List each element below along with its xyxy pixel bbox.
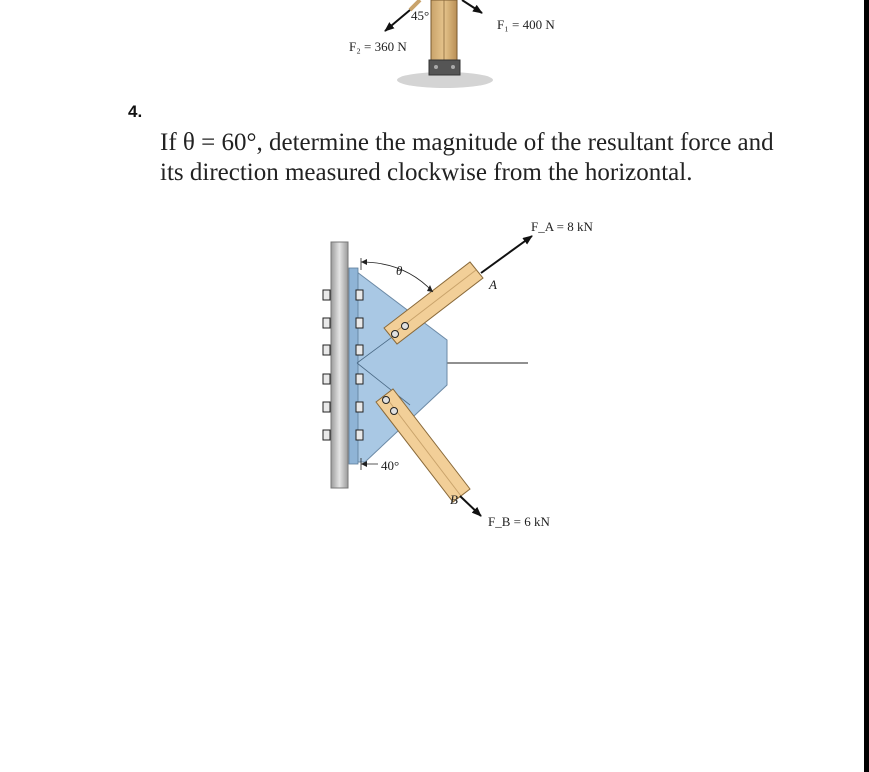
problem-text-line-1: If θ = 60°, determine the magnitude of t… (160, 129, 774, 156)
ground-shadow (397, 72, 493, 88)
f1-arrow (461, 0, 483, 14)
f2-arrow (384, 9, 411, 32)
problem-text-line-2: its direction measured clockwise from th… (160, 159, 693, 186)
fb-label: F_B = 6 kN (488, 514, 550, 529)
fa-arrow (480, 235, 533, 274)
plate-strip (348, 267, 359, 465)
point-b-label: B (450, 492, 458, 507)
fa-label: F_A = 8 kN (531, 219, 593, 234)
post-base-plate (428, 59, 461, 76)
point-a-label: A (488, 277, 497, 292)
theta-label: θ (396, 263, 403, 278)
bolt-a1 (391, 330, 399, 338)
angle-40-label: 40° (381, 458, 399, 473)
problem-figure: θ 40° F_A = 8 kN F_B = 6 kN A B (322, 219, 593, 529)
problem-number: 4. (128, 102, 143, 121)
bolt-b1 (382, 396, 390, 404)
bolt-b2 (390, 407, 398, 415)
theta-arc (360, 261, 434, 293)
right-page-border (864, 0, 869, 772)
f2-label: F₂ = 360 N (349, 39, 407, 54)
wall-bolts (322, 289, 364, 441)
fb-arrow (459, 495, 482, 517)
top-angle-label: 45° (411, 8, 429, 23)
bolt-a2 (401, 322, 409, 330)
f1-label: F₁ = 400 N (497, 17, 555, 32)
top-figure: 45° F₁ = 400 N F₂ = 360 N (349, 0, 555, 88)
problem-statement: If θ = 60°, determine the magnitude of t… (160, 128, 850, 188)
wall-column (330, 241, 349, 489)
